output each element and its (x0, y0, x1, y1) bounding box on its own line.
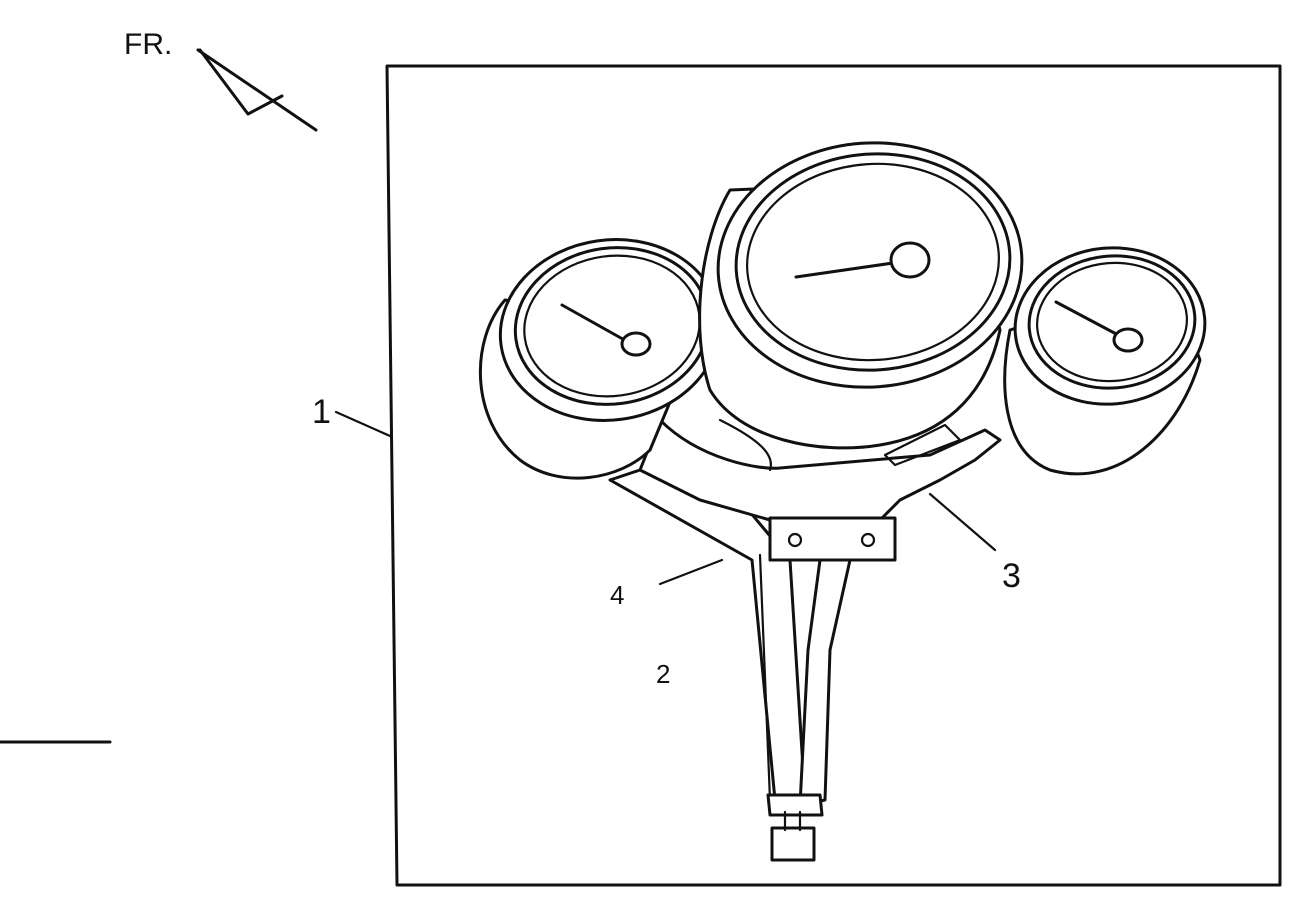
callout-2: 2 (656, 659, 670, 689)
meter-bracket (638, 418, 1002, 562)
callout-4: 4 (610, 580, 624, 610)
center-gauge-needle-icon (794, 260, 902, 279)
left-gauge (478, 238, 722, 480)
callout-leader-3 (928, 492, 997, 552)
callout-leader-4 (658, 558, 724, 586)
callout-3: 3 (1002, 557, 1021, 595)
direction-arrow-head-icon (198, 48, 284, 116)
right-gauge-needle-icon (1054, 300, 1122, 338)
center-gauge (698, 141, 1024, 450)
callout-1: 1 (312, 393, 331, 431)
wire-harness (608, 468, 852, 862)
callout-leader-1 (334, 410, 392, 438)
front-direction-label: FR. (124, 28, 172, 61)
front-direction-indicator: FR. (124, 28, 318, 132)
direction-arrow-line (196, 48, 318, 132)
assembly-frame (385, 64, 1282, 887)
right-gauge (1003, 246, 1207, 476)
left-gauge-needle-icon (560, 303, 630, 344)
